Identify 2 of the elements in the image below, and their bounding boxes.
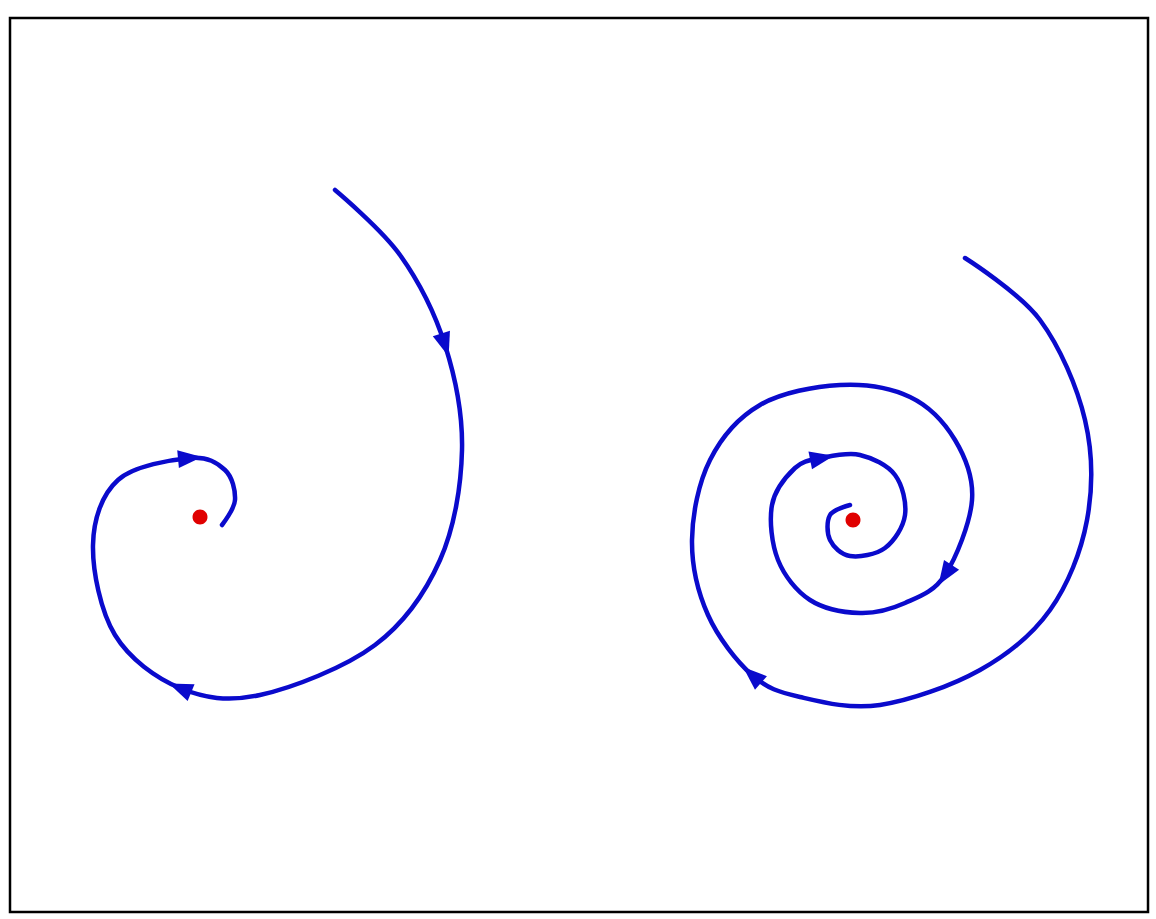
fixed-point-dot	[192, 509, 208, 525]
fixed-point-dot	[845, 512, 861, 528]
